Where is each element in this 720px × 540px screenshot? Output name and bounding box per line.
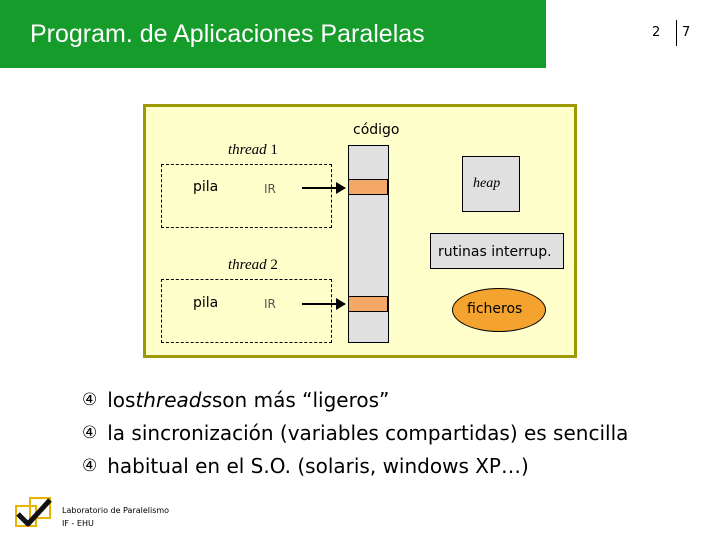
page-number: 2 — [652, 25, 661, 40]
rutinas-box — [430, 233, 564, 269]
heap-label: heap — [473, 176, 501, 191]
bullet-item: ④ la sincronización (variables compartid… — [82, 421, 628, 445]
ficheros-ellipse — [452, 288, 546, 332]
thread2-ir-label: IR — [264, 297, 276, 311]
thread1-arrow — [302, 182, 346, 194]
footer-org: IF - EHU — [62, 519, 94, 528]
header-bar — [0, 0, 546, 68]
thread2-pila-label: pila — [193, 295, 219, 311]
bullet-item: ④ habitual en el S.O. (solaris, windows … — [82, 454, 529, 478]
page-total: 7 — [682, 25, 691, 40]
lab-logo-icon — [15, 497, 52, 527]
bullet-text-pre: los — [107, 388, 136, 412]
bullet-item: ④ los threads son más “ligeros” — [82, 388, 389, 412]
code-segment — [348, 145, 389, 343]
thread2-label: thread 2 — [228, 257, 278, 273]
rutinas-label: rutinas interrup. — [438, 244, 552, 260]
thread1-ir-label: IR — [264, 182, 276, 196]
thread2-box — [161, 279, 332, 343]
footer-lab-name: Laboratorio de Paralelismo — [62, 506, 170, 515]
bullet-text-emphasis: threads — [135, 388, 212, 412]
bullet-text: habitual en el S.O. (solaris, windows XP… — [107, 454, 529, 478]
bullet-text-post: son más “ligeros” — [211, 388, 390, 412]
page-separator — [676, 20, 677, 46]
thread1-pila-label: pila — [193, 179, 219, 195]
slide-title: Program. de Aplicaciones Paralelas — [30, 20, 425, 48]
heap-box — [462, 156, 520, 212]
thread1-label: thread 1 — [228, 142, 278, 158]
codigo-label: código — [353, 122, 400, 138]
bullet-icon: ④ — [82, 456, 98, 476]
thread1-box — [161, 164, 332, 228]
bullet-text: la sincronización (variables compartidas… — [107, 421, 629, 445]
bullet-icon: ④ — [82, 423, 98, 443]
ficheros-label: ficheros — [467, 301, 523, 317]
thread2-arrow — [302, 298, 346, 310]
code-mark-thread2 — [348, 296, 388, 312]
code-mark-thread1 — [348, 179, 388, 195]
bullet-icon: ④ — [82, 390, 98, 410]
